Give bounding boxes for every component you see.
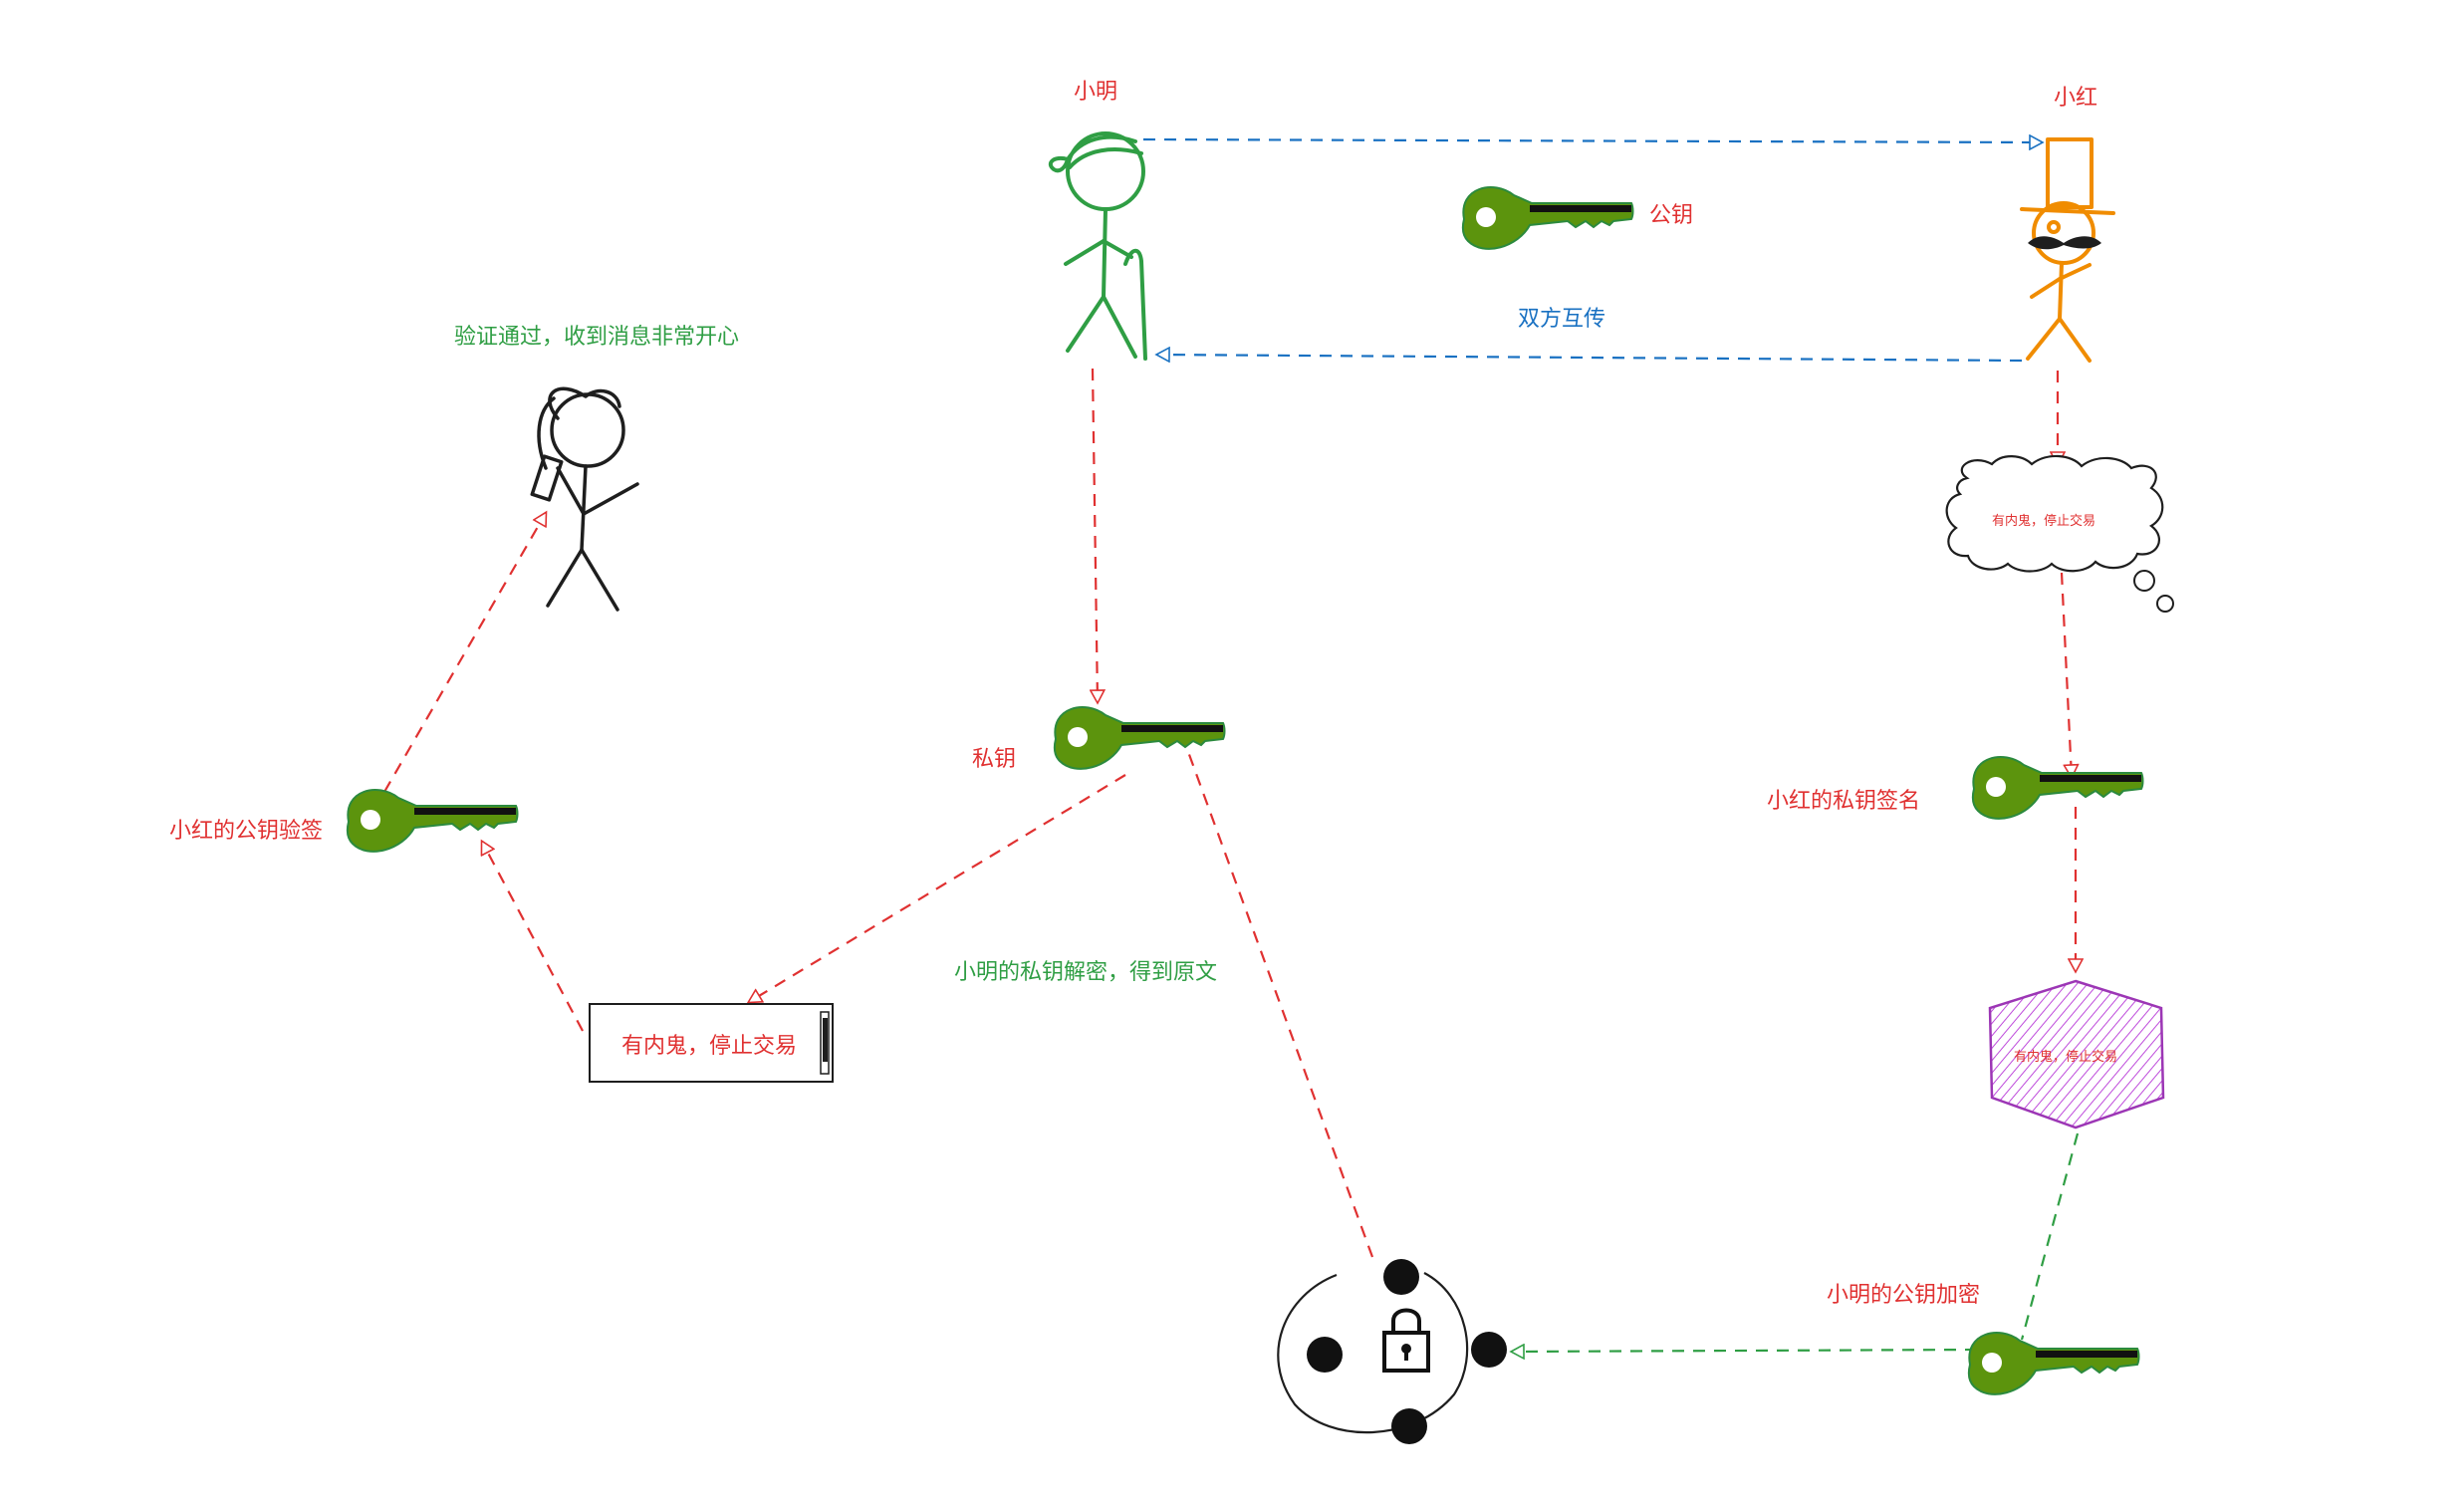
arrow-encrypt-key-to-lock xyxy=(1512,1350,1978,1352)
xiaoming-encrypt-label: 小明的公钥加密 xyxy=(1827,1283,1981,1308)
arrow-xiaoming-to-private-key xyxy=(1093,368,1098,702)
xiaohong-label: 小红 xyxy=(2054,86,2098,111)
mustache-icon xyxy=(2028,236,2101,250)
sign-key-icon xyxy=(1971,756,2144,820)
verify-key-icon xyxy=(346,789,519,853)
receiver-person-icon xyxy=(530,386,639,612)
xiaohong-sign-label: 小红的私钥签名 xyxy=(1767,789,1921,814)
box-message: 有内鬼，停止交易 xyxy=(621,1034,798,1059)
xiaoming-decrypt-label: 小明的私钥解密，得到原文 xyxy=(954,960,1218,985)
xiaohong-person-icon xyxy=(2020,137,2115,363)
signed-message-hexagon xyxy=(1988,979,2165,1129)
public-key-icon xyxy=(1461,186,1634,250)
private-key-icon xyxy=(1053,706,1226,770)
message-box xyxy=(589,1003,834,1083)
private-key-label: 私钥 xyxy=(972,747,1017,772)
arrow-xiaoming-to-xiaohong xyxy=(1142,139,2042,142)
arrow-verify-key-to-person xyxy=(383,513,546,793)
arrow-private-key-to-box xyxy=(749,774,1126,1002)
arrow-xiaohong-to-xiaoming xyxy=(1157,355,2023,361)
arrow-cloud-to-sign-key xyxy=(2060,572,2072,777)
public-key-label: 公钥 xyxy=(1649,203,1694,228)
thought-cloud xyxy=(1945,454,2174,613)
xiaoming-label: 小明 xyxy=(1074,80,1118,105)
verified-label: 验证通过，收到消息非常开心 xyxy=(454,325,740,350)
encrypt-key-icon xyxy=(1967,1332,2140,1395)
arrow-box-to-verify-key xyxy=(482,842,584,1032)
exchange-label: 双方互传 xyxy=(1518,307,1606,332)
arrow-lock-to-private-key xyxy=(1185,748,1374,1258)
xiaoming-person-icon xyxy=(1048,131,1147,361)
arrow-hexagon-to-encrypt-key xyxy=(2020,1132,2080,1341)
hexagon-message: 有内鬼，停止交易 xyxy=(2014,1050,2118,1065)
cloud-message: 有内鬼，停止交易 xyxy=(1992,514,2096,529)
lock-icon xyxy=(1277,1259,1507,1444)
xiaohong-verify-label: 小红的公钥验签 xyxy=(169,819,324,844)
